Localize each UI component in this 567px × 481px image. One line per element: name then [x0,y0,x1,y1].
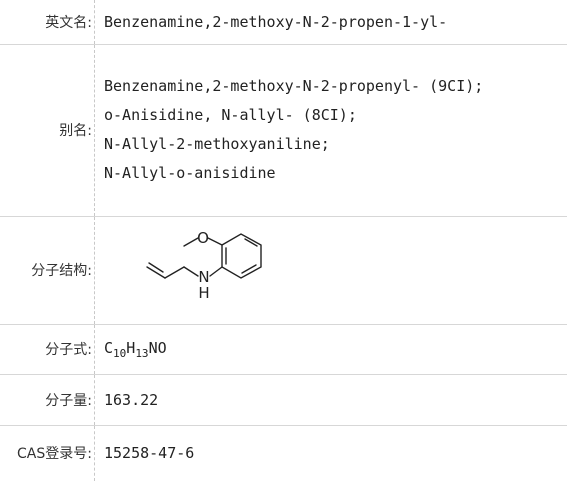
ring-double-bond [244,238,258,247]
oxygen-methyl-bond [183,237,199,247]
hydrogen-atom: H [198,284,209,302]
formula-label: 分子式: [0,324,95,375]
structure-value: O N H [94,216,567,325]
alias-line: N-Allyl-o-anisidine [104,164,276,182]
formula-hydrogen: H [126,338,136,357]
english-name-value: Benzenamine,2-methoxy-N-2-propen-1-yl- [94,0,567,45]
allyl-single-bond [164,266,185,279]
formula-hydrogen-count: 13 [135,346,149,360]
mass-label: 分子量: [0,374,95,426]
aliases-label: 别名: [0,44,95,217]
row-formula: 分子式: C10H13NO [0,324,567,375]
formula-carbon-count: 10 [113,346,127,360]
ring-nitrogen-bond [209,266,223,277]
row-english-name: 英文名: Benzenamine,2-methoxy-N-2-propen-1-… [0,0,567,45]
formula-rest: NO [148,338,167,357]
nitrogen-atom: N [198,268,209,286]
nitrogen-allyl-bond [183,266,199,277]
aliases-value: Benzenamine,2-methoxy-N-2-propenyl- (9CI… [94,44,567,217]
structure-label: 分子结构: [0,216,95,325]
row-structure: 分子结构: [0,216,567,325]
mass-value: 163.22 [94,374,567,426]
molecular-structure-image: O N H [146,229,262,302]
benzene-ring [221,233,262,279]
cas-value: 15258-47-6 [104,444,195,463]
cas-label: CAS登录号: [0,425,95,481]
row-aliases: 别名: Benzenamine,2-methoxy-N-2-propenyl- … [0,44,567,217]
alias-line: o-Anisidine, N-allyl- (8CI); [104,106,357,124]
allyl-double-bond-inner [148,262,164,273]
ring-oxygen-bond [207,237,223,246]
english-name-label: 英文名: [0,0,95,45]
alias-line: Benzenamine,2-methoxy-N-2-propenyl- (9CI… [104,77,484,95]
alias-line: N-Allyl-2-methoxyaniline; [104,135,330,153]
formula-carbon: C [104,338,114,357]
row-mass: 分子量: 163.22 [0,374,567,426]
structure-bonds [146,233,262,279]
ring-double-bond [241,264,257,274]
allyl-double-bond [146,266,166,279]
row-cas: CAS登录号: 15258-47-6 [0,425,567,481]
formula-value: C10H13NO [94,324,567,375]
oxygen-atom: O [197,229,209,247]
